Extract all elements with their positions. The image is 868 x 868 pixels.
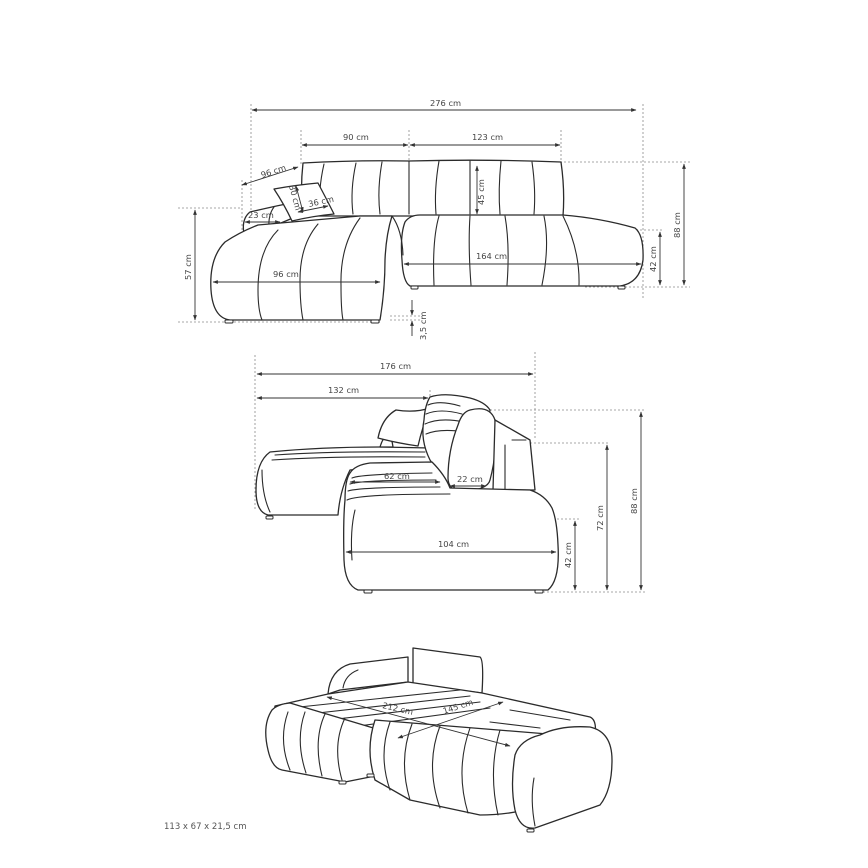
bed-armrest <box>327 656 409 695</box>
front-total-height-label: 88 cm <box>672 212 682 238</box>
front-backrest <box>300 159 565 217</box>
front-total-width-label: 276 cm <box>430 98 461 108</box>
bed-dimensions <box>326 696 511 747</box>
front-main-seat-length-label: 164 cm <box>476 251 507 261</box>
bed-right-rolls <box>366 719 613 833</box>
front-view: 276 cm 90 cm 123 cm 96 cm 30 cm 36 cm 23… <box>178 98 690 340</box>
bed-ottoman <box>511 726 613 829</box>
front-dimensions <box>193 108 686 336</box>
front-seat-height-label: 42 cm <box>648 246 658 272</box>
side-module-length-label: 104 cm <box>438 539 469 549</box>
side-view: 176 cm 132 cm 62 cm 22 cm 104 cm 42 cm 7… <box>254 352 645 594</box>
front-main-back-width-label: 123 cm <box>472 132 503 142</box>
side-backrest <box>422 394 536 493</box>
front-chaise-back-width-label: 90 cm <box>343 132 369 142</box>
front-chaise-seat-height-label: 57 cm <box>183 254 193 280</box>
side-backrest-top-height-label: 72 cm <box>595 505 605 531</box>
side-seat-height-label: 42 cm <box>563 542 573 568</box>
front-main-seat <box>400 214 644 290</box>
side-dimensions <box>256 372 643 591</box>
front-chaise-depth-label: 96 cm <box>260 162 288 179</box>
front-armrest-width-label: 23 cm <box>248 210 274 220</box>
side-front-module <box>343 461 559 594</box>
side-chaise-depth-label: 132 cm <box>328 385 359 395</box>
side-total-height-label: 88 cm <box>629 488 639 514</box>
front-leg-height-label: 3,5 cm <box>418 312 428 340</box>
side-seat-depth-label: 62 cm <box>384 471 410 481</box>
side-total-depth-label: 176 cm <box>380 361 411 371</box>
storage-dimensions-note: 113 x 67 x 21,5 cm <box>164 822 247 832</box>
front-chaise <box>210 201 404 324</box>
front-chaise-length-label: 96 cm <box>273 269 299 279</box>
side-backrest-thickness-label: 22 cm <box>457 474 483 484</box>
front-backrest-height-label: 45 cm <box>476 179 486 205</box>
bed-view: 212 cm 145 cm <box>265 647 613 833</box>
